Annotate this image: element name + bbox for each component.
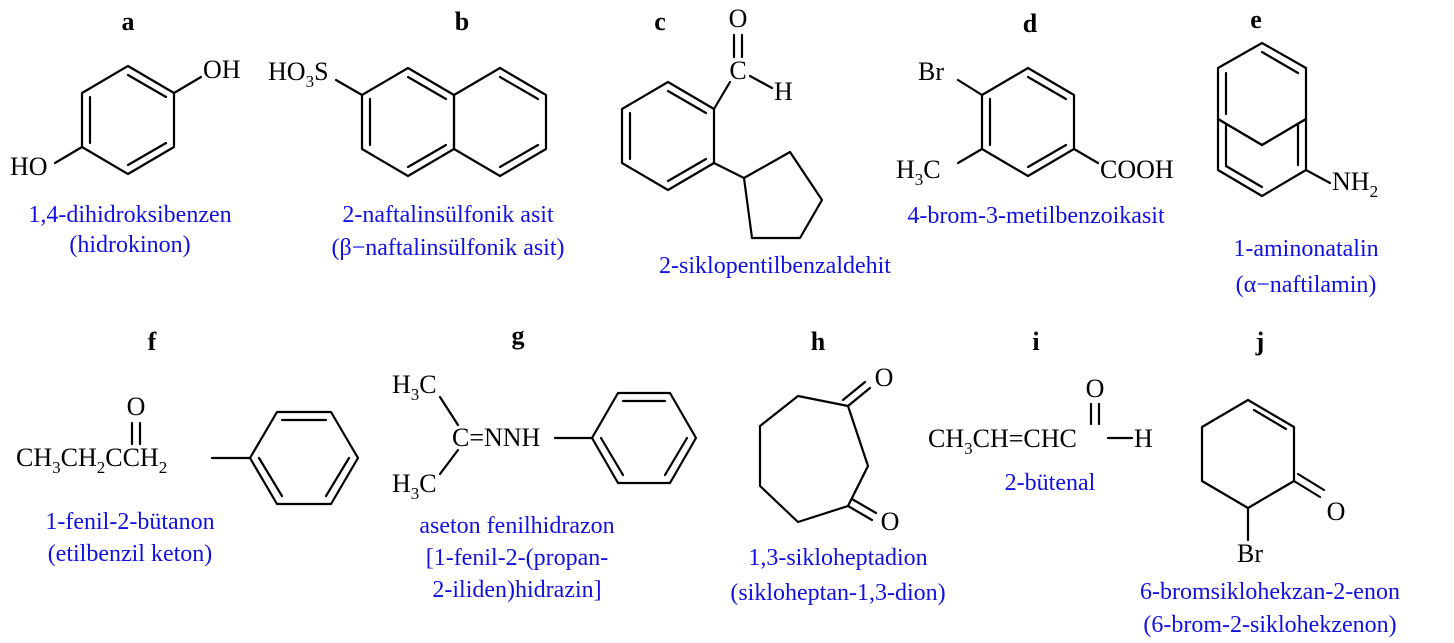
- atom-chain-f: CH3CH2CCH2: [16, 443, 167, 477]
- compound-g: g H3C C=NNH H3C aseton fenilhidrazon [1-…: [392, 321, 698, 603]
- compound-label-b: b: [455, 7, 469, 36]
- compound-name-f-1: 1-fenil-2-bütanon: [45, 509, 214, 535]
- compound-name-b-1: 2-naftalinsülfonik asit: [342, 202, 554, 228]
- compound-name-h-1: 1,3-sikloheptadion: [748, 545, 927, 571]
- compound-name-e-1: 1-aminonatalin: [1233, 236, 1378, 262]
- atom-o-top-h: O: [875, 363, 894, 392]
- compound-f: f O CH3CH2CCH2 1-fenil-2-bütanon (etilbe…: [16, 327, 360, 567]
- compound-label-c: c: [654, 7, 666, 36]
- compound-label-a: a: [122, 7, 135, 36]
- atom-ho-a: HO: [10, 152, 48, 181]
- compound-name-i-1: 2-bütenal: [1005, 470, 1096, 496]
- compound-name-c-1: 2-siklopentilbenzaldehit: [659, 253, 891, 279]
- atom-br-j: Br: [1237, 539, 1263, 568]
- atom-h3c-bottom-g: H3C: [392, 469, 437, 503]
- atom-so3h-b: HO3S: [268, 57, 329, 91]
- compound-label-j: j: [1255, 327, 1265, 356]
- atom-nh2-e: NH2: [1332, 167, 1378, 201]
- compound-i: i O CH3CH=CHC H 2-bütenal: [928, 327, 1153, 496]
- atom-h3c-d: H3C: [896, 155, 941, 189]
- atom-h-c: H: [774, 77, 793, 106]
- compound-h: h O O 1,3-sikloheptadion (sikloheptan-1,…: [730, 327, 945, 606]
- atom-br-d: Br: [918, 57, 944, 86]
- compound-name-a-2: (hidrokinon): [69, 232, 190, 258]
- atom-h-i: H: [1134, 424, 1153, 453]
- atom-chain-i: CH3CH=CHC: [928, 424, 1077, 458]
- benzene-ring-f: [248, 410, 360, 506]
- compound-label-e: e: [1250, 5, 1262, 34]
- atom-oh-a: OH: [203, 55, 241, 84]
- atom-cooh-d: COOH: [1100, 155, 1174, 184]
- compound-name-f-2: (etilbenzil keton): [48, 541, 213, 567]
- atom-hydrazone-g: C=NNH: [452, 423, 541, 452]
- compound-e: e NH2 1-aminonatalin (α−naftilamin): [1216, 5, 1379, 298]
- atom-o-bottom-h: O: [881, 507, 900, 536]
- compound-b: b HO3S 2-naftalinsülfonik asit (β−naftal…: [268, 7, 565, 261]
- compound-d: d Br H3C COOH 4-brom-3-metilbenzoikasit: [896, 9, 1174, 229]
- compound-a: a OH HO 1,4-dihidroksibenzen (hidrokinon…: [10, 7, 241, 258]
- compound-label-i: i: [1032, 327, 1039, 356]
- compound-name-b-2: (β−naftalinsülfonik asit): [331, 235, 564, 261]
- compound-name-j-2: (6-brom-2-siklohekzenon): [1143, 612, 1396, 638]
- atom-o-j: O: [1327, 497, 1346, 526]
- cycloheptane-ring-h: [758, 394, 870, 524]
- atom-o-c: O: [729, 4, 748, 33]
- cyclohexenone-ring-j: [1200, 398, 1326, 542]
- compound-name-j-1: 6-bromsiklohekzan-2-enon: [1140, 579, 1400, 605]
- compound-label-f: f: [148, 327, 157, 356]
- compound-label-g: g: [512, 321, 525, 350]
- naphthalene-ring-b: [334, 66, 548, 178]
- atom-c-c: C: [729, 56, 746, 85]
- benzene-ring-g: [590, 391, 698, 485]
- naphthalene-ring-e: [1216, 41, 1332, 198]
- compound-label-d: d: [1023, 9, 1038, 38]
- compound-label-h: h: [811, 327, 826, 356]
- benzene-ring-a: [53, 64, 203, 176]
- atom-h3c-top-g: H3C: [392, 370, 437, 404]
- compound-c: c O C H 2-siklopentilbenzaldehit: [620, 4, 891, 279]
- atom-o-f: O: [127, 392, 146, 421]
- cyclopentane-ring-c: [742, 150, 824, 240]
- benzene-ring-d: [956, 66, 1100, 178]
- compound-name-g-1: aseton fenilhidrazon: [419, 513, 614, 539]
- compound-j: j O Br 6-bromsiklohekzan-2-enon (6-brom-…: [1140, 327, 1400, 638]
- compound-name-g-3: 2-iliden)hidrazin]: [432, 577, 601, 603]
- atom-o-i: O: [1086, 374, 1105, 403]
- compound-name-a-1: 1,4-dihidroksibenzen: [28, 202, 231, 228]
- compound-name-e-2: (α−naftilamin): [1236, 272, 1377, 298]
- compound-name-d-1: 4-brom-3-metilbenzoikasit: [907, 203, 1165, 229]
- compound-name-h-2: (sikloheptan-1,3-dion): [730, 580, 945, 606]
- compound-name-g-2: [1-fenil-2-(propan-: [426, 545, 609, 571]
- benzene-ring-c: [620, 80, 746, 192]
